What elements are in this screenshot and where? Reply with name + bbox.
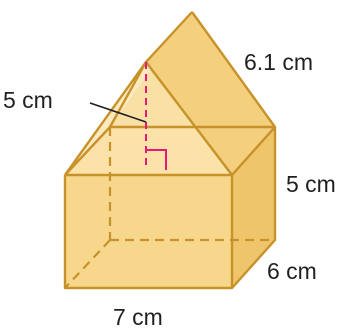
slant-height-label: 6.1 cm — [244, 49, 313, 75]
prism-front-face — [65, 175, 232, 288]
pyramid-ridge — [145, 11, 193, 63]
hidden-edges — [64, 127, 275, 289]
hidden-bottom-left-edge — [64, 239, 111, 289]
prism-width-label: 7 cm — [113, 304, 163, 330]
prism-right-face — [232, 127, 275, 288]
pyramid-edge-front-right — [145, 61, 233, 176]
prism-height-label: 5 cm — [286, 171, 336, 197]
pyramid-height-marker — [145, 62, 167, 170]
right-angle-mark — [146, 149, 167, 170]
pyramid-edge-front-left — [64, 61, 147, 176]
pyramid-front-face — [65, 62, 232, 175]
pyramid-height-label: 5 cm — [3, 87, 53, 113]
pyramid-edge-right — [191, 11, 276, 128]
prism-depth-label: 6 cm — [267, 258, 317, 284]
prism-right-outline — [231, 125, 277, 289]
visible-edges — [63, 11, 277, 290]
pyramid-edge-back-left — [108, 61, 148, 128]
height-leader-line — [89, 102, 147, 123]
pyramid-right-face — [146, 12, 275, 175]
